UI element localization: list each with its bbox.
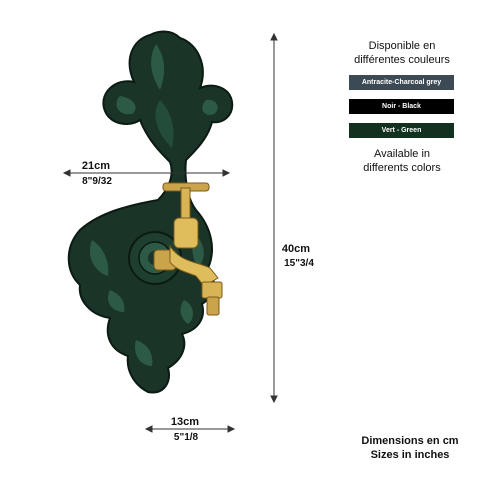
brass-tap	[153, 182, 223, 316]
width-top-cm: 21cm	[81, 160, 111, 172]
fleur-petal-center	[151, 44, 165, 90]
width-bottom-in: 5"1/8	[173, 432, 199, 443]
height-cm: 40cm	[281, 243, 311, 255]
color-swatch-charcoal: Antracite-Charcoal grey	[349, 75, 454, 90]
available-fr-line1: Disponible en	[368, 40, 436, 52]
available-fr-line2: différentes couleurs	[354, 54, 450, 66]
fountain-backplate	[67, 30, 234, 394]
dimension-lines	[62, 32, 278, 433]
footer-dimensions-cm: Dimensions en cm	[361, 435, 459, 447]
footer-sizes-in: Sizes in inches	[370, 449, 450, 461]
available-en-line1: Available in	[373, 148, 431, 160]
width-bottom-cm: 13cm	[170, 416, 200, 428]
height-in: 15"3/4	[284, 258, 314, 269]
width-top-in: 8"9/32	[82, 176, 112, 187]
color-swatch-green: Vert - Green	[349, 123, 454, 138]
available-en-line2: differents colors	[363, 162, 441, 174]
color-swatch-black: Noir - Black	[349, 99, 454, 114]
